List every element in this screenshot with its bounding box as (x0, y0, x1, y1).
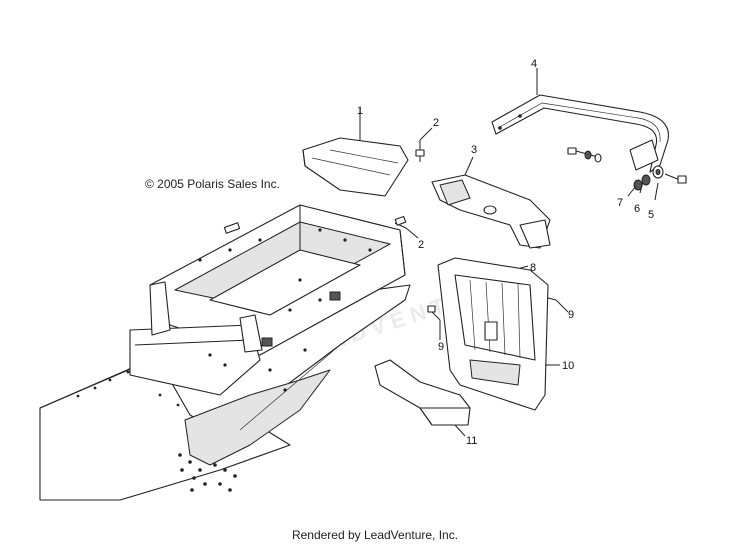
part-10-snow-flap (437, 257, 560, 411)
part-9-pin-left (427, 305, 441, 340)
callout-10: 10 (562, 360, 574, 372)
part-5-bolt (654, 173, 687, 201)
callout-labels: 1 2 2 3 4 5 6 7 8 9 9 10 11 (357, 58, 654, 447)
callout-11: 11 (466, 435, 477, 447)
callout-6: 6 (634, 203, 640, 215)
part-2-fastener-mid (394, 215, 419, 239)
tunnel-chassis (39, 284, 411, 501)
part-11-plate (374, 359, 471, 437)
callout-7: 7 (617, 197, 623, 209)
callout-1: 1 (357, 105, 363, 117)
callout-2-top: 2 (433, 117, 439, 129)
copyright-notice: © 2005 Polaris Sales Inc. (145, 177, 280, 191)
part-2-fastener-top (415, 127, 433, 162)
part-6-washer (639, 165, 664, 194)
part-7-nut (627, 174, 651, 197)
callout-4: 4 (531, 58, 537, 70)
rear-storage-box (129, 204, 406, 396)
callout-9-left: 9 (438, 341, 444, 353)
callout-5: 5 (648, 209, 654, 221)
part-1-cover (302, 108, 409, 197)
part-3-bracket (431, 156, 551, 249)
callout-8: 8 (530, 262, 536, 274)
part-4-grab-bar (491, 68, 669, 173)
callout-3: 3 (471, 144, 477, 156)
callout-2-mid: 2 (418, 239, 424, 251)
render-credit: Rendered by LeadVenture, Inc. (291, 528, 459, 542)
callout-9-right: 9 (568, 309, 574, 321)
part-bolt-left (567, 147, 602, 163)
